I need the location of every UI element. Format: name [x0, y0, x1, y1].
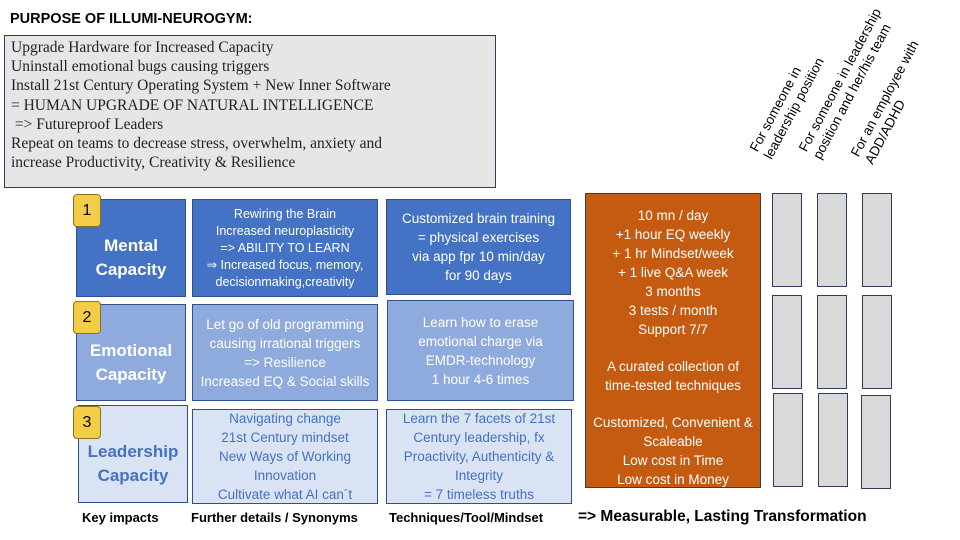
detail-line: Rewiring the Brain	[233, 206, 337, 221]
purpose-box: Upgrade Hardware for Increased Capacity …	[4, 35, 496, 188]
checkbox-team-emotional[interactable]	[817, 295, 847, 389]
key-line: Mental	[104, 236, 158, 255]
offer-line: +1 hour EQ weekly	[615, 227, 731, 242]
key-line: Capacity	[97, 466, 169, 485]
technique-line: = 7 timeless truths	[424, 487, 534, 502]
detail-line: Cultivate what AI can´t	[217, 487, 353, 502]
checkbox-leader-mental[interactable]	[772, 193, 802, 287]
offer-line: 3 tests / month	[628, 303, 718, 318]
page-title: PURPOSE OF ILLUMI-NEUROGYM:	[10, 11, 253, 27]
detail-line: 21st Century mindset	[221, 430, 349, 445]
technique-line: via app fpr 10 min/day	[412, 249, 545, 264]
checkbox-leader-leadership[interactable]	[773, 393, 803, 487]
technique-line: Proactivity, Authenticity &	[403, 449, 555, 464]
technique-line: Integrity	[454, 468, 504, 483]
offer-box: 10 mn / day +1 hour EQ weekly + 1 hr Min…	[585, 193, 761, 488]
offer-line: Scaleable	[643, 434, 703, 449]
key-line: Emotional	[89, 341, 173, 360]
detail-line: decisionmaking,creativity	[215, 274, 355, 289]
technique-line: 1 hour 4-6 times	[431, 371, 530, 387]
offer-line: 3 months	[645, 284, 701, 299]
footer-key-impacts: Key impacts	[82, 510, 159, 525]
purpose-line: = HUMAN UPGRADE OF NATURAL INTELLIGENCE	[11, 96, 374, 114]
offer-line: Low cost in Money	[617, 472, 729, 487]
detail-line: Innovation	[253, 468, 317, 483]
purpose-line: Install 21st Century Operating System + …	[11, 77, 391, 95]
offer-line: 10 mn / day	[637, 208, 709, 223]
badge-2: 2	[73, 301, 101, 334]
technique-mental: Customized brain training = physical exer…	[386, 199, 571, 295]
purpose-line: increase Productivity, Creativity & Resi…	[11, 154, 296, 172]
offer-line: Customized, Convenient &	[593, 415, 753, 430]
technique-line: for 90 days	[445, 268, 512, 283]
detail-line: => Resilience	[244, 354, 326, 370]
offer-line: + 1 hr Mindset/week	[612, 246, 734, 261]
checkbox-leader-emotional[interactable]	[772, 295, 802, 389]
offer-line: Low cost in Time	[622, 453, 724, 468]
checkbox-adhd-leadership[interactable]	[861, 395, 891, 489]
footer-outcome: => Measurable, Lasting Transformation	[578, 508, 867, 525]
badge-1: 1	[73, 194, 101, 227]
checkbox-team-leadership[interactable]	[818, 393, 848, 487]
technique-line: Customized brain training	[401, 211, 556, 226]
detail-line: Increased EQ & Social skills	[200, 373, 370, 389]
badge-3: 3	[73, 406, 101, 439]
footer-details: Further details / Synonyms	[191, 510, 358, 525]
detail-line: New Ways of Working	[218, 449, 352, 464]
purpose-line: Upgrade Hardware for Increased Capacity	[11, 39, 274, 56]
details-emotional: Let go of old programming causing irratio…	[192, 304, 378, 401]
technique-line: EMDR-technology	[425, 352, 536, 368]
purpose-line: Uninstall emotional bugs causing trigger…	[11, 58, 270, 76]
key-line: Leadership	[87, 442, 179, 461]
checkbox-team-mental[interactable]	[817, 193, 847, 287]
detail-line: Navigating change	[229, 411, 341, 426]
detail-line: => ABILITY TO LEARN	[220, 240, 350, 255]
offer-line: Support 7/7	[638, 322, 708, 337]
key-line: Capacity	[95, 260, 167, 279]
offer-line: time-tested techniques	[605, 378, 741, 393]
detail-line: Let go of old programming	[206, 316, 364, 332]
key-line: Capacity	[95, 365, 167, 384]
technique-line: Century leadership, fx	[413, 430, 545, 445]
purpose-line: => Futureproof Leaders	[11, 115, 164, 133]
technique-line: Learn the 7 facets of 21st	[402, 411, 556, 426]
checkbox-adhd-emotional[interactable]	[862, 295, 892, 389]
detail-line: Increased neuroplasticity	[215, 223, 355, 238]
detail-line: causing irrational triggers	[209, 335, 361, 351]
technique-line: = physical exercises	[417, 230, 540, 245]
checkbox-adhd-mental[interactable]	[862, 193, 892, 287]
technique-line: emotional charge via	[418, 333, 543, 349]
footer-techniques: Techniques/Tool/Mindset	[389, 510, 544, 525]
technique-line: Learn how to erase	[422, 314, 539, 330]
purpose-line: Repeat on teams to decrease stress, over…	[11, 135, 383, 153]
offer-line: + 1 live Q&A week	[618, 265, 728, 280]
offer-line: A curated collection of	[606, 359, 740, 374]
detail-line: ⇒ Increased focus, memory,	[206, 257, 364, 272]
